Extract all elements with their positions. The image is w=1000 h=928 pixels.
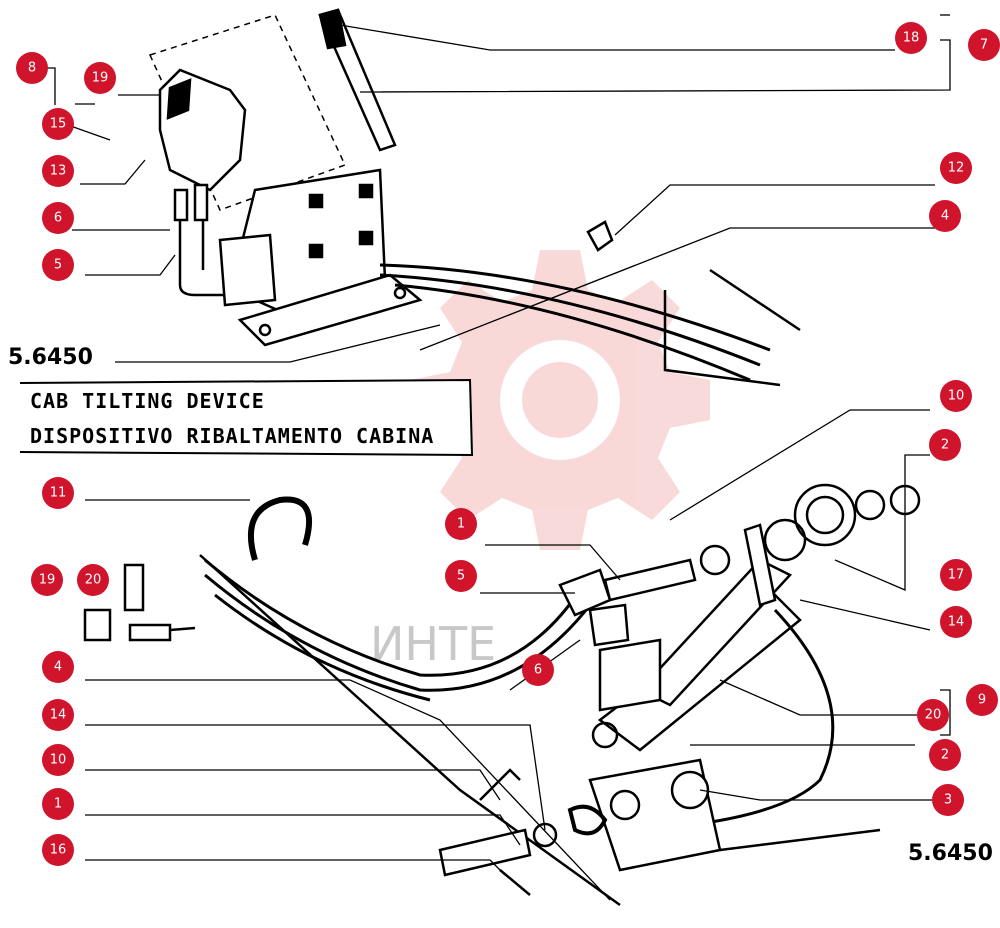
callout-c3: 3 — [932, 784, 964, 816]
svg-text:20: 20 — [925, 708, 942, 723]
svg-text:5: 5 — [54, 258, 62, 273]
svg-text:17: 17 — [948, 568, 965, 583]
reference-code-top: 5.6450 — [8, 345, 93, 370]
title-english: CAB TILTING DEVICE — [30, 389, 265, 413]
callout-c16: 16 — [42, 834, 74, 866]
callout-c5a: 5 — [42, 249, 74, 281]
callout-c19a: 19 — [84, 62, 116, 94]
callout-c10b: 10 — [42, 744, 74, 776]
callout-c15: 15 — [42, 108, 74, 140]
reference-code-bottom: 5.6450 — [908, 841, 993, 866]
svg-text:19: 19 — [39, 573, 56, 588]
callout-c6a: 6 — [42, 202, 74, 234]
callout-c20a: 20 — [77, 564, 109, 596]
callout-c10a: 10 — [940, 380, 972, 412]
svg-text:2: 2 — [941, 438, 949, 453]
callout-c11: 11 — [42, 477, 74, 509]
svg-text:4: 4 — [54, 660, 62, 675]
svg-text:9: 9 — [978, 693, 986, 708]
title-box: CAB TILTING DEVICE DISPOSITIVO RIBALTAME… — [19, 378, 474, 457]
callout-c19b: 19 — [31, 564, 63, 596]
svg-text:11: 11 — [50, 486, 67, 501]
svg-text:2: 2 — [941, 748, 949, 763]
svg-text:15: 15 — [50, 117, 67, 132]
callout-c12: 12 — [940, 152, 972, 184]
callout-c9: 9 — [966, 684, 998, 716]
callout-leader-lines — [45, 14, 951, 901]
svg-text:18: 18 — [903, 31, 920, 46]
svg-text:20: 20 — [85, 573, 102, 588]
callout-c6b: 6 — [522, 654, 554, 686]
callout-badges: 8 19 15 13 6 5 18 7 12 4 10 2 11 1 5 17 … — [16, 22, 1000, 866]
callout-c5b: 5 — [445, 560, 477, 592]
title-italian: DISPOSITIVO RIBALTAMENTO CABINA — [30, 424, 434, 448]
callout-c4b: 4 — [42, 651, 74, 683]
svg-text:8: 8 — [28, 61, 36, 76]
svg-text:16: 16 — [50, 843, 67, 858]
callout-c2a: 2 — [929, 429, 961, 461]
svg-text:1: 1 — [457, 517, 465, 532]
svg-text:12: 12 — [948, 161, 965, 176]
callout-c14b: 14 — [42, 699, 74, 731]
callout-c7: 7 — [968, 29, 1000, 61]
parts-line-art — [83, 8, 921, 907]
svg-text:3: 3 — [944, 793, 952, 808]
svg-text:10: 10 — [50, 753, 67, 768]
callout-c2b: 2 — [929, 739, 961, 771]
svg-text:13: 13 — [50, 164, 67, 179]
svg-text:7: 7 — [980, 38, 988, 53]
svg-text:10: 10 — [948, 389, 965, 404]
callout-c1b: 1 — [42, 788, 74, 820]
callout-c14a: 14 — [940, 606, 972, 638]
callout-c18: 18 — [895, 22, 927, 54]
svg-text:19: 19 — [92, 71, 109, 86]
callout-c20b: 20 — [917, 699, 949, 731]
callout-c17: 17 — [940, 559, 972, 591]
callout-c13: 13 — [42, 155, 74, 187]
watermark-text: ИНТЕ — [370, 617, 496, 671]
svg-text:14: 14 — [948, 615, 965, 630]
callout-c8: 8 — [16, 52, 48, 84]
callout-c4a: 4 — [929, 200, 961, 232]
svg-text:14: 14 — [50, 708, 67, 723]
svg-text:4: 4 — [941, 209, 949, 224]
svg-text:1: 1 — [54, 797, 62, 812]
callout-c1a: 1 — [445, 508, 477, 540]
svg-text:6: 6 — [54, 211, 62, 226]
svg-text:6: 6 — [534, 663, 542, 678]
svg-text:5: 5 — [457, 569, 465, 584]
